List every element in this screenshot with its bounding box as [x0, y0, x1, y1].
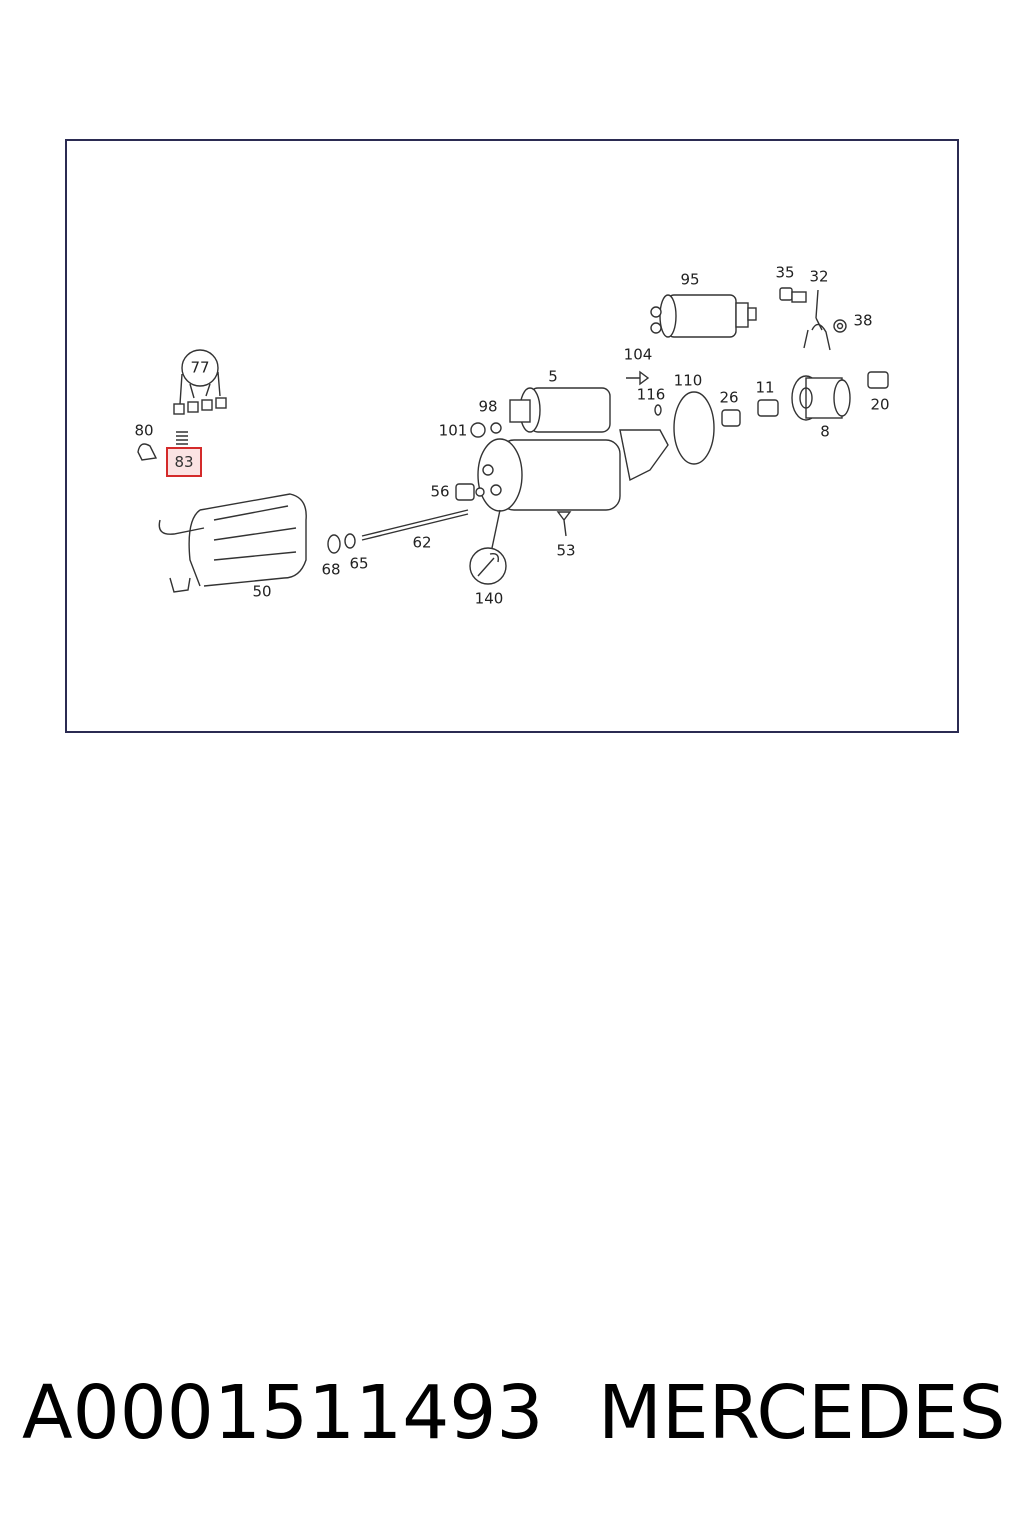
callout-98: 98 [478, 397, 498, 416]
fork-lever-part [803, 289, 831, 351]
bushing-part [455, 483, 475, 501]
callout-32: 32 [809, 267, 829, 286]
callout-80: 80 [134, 421, 154, 440]
callout-35: 35 [775, 263, 795, 282]
through-bolt-part [361, 509, 469, 541]
highlighted-callout-83: 83 [166, 447, 202, 477]
callout-62: 62 [412, 533, 432, 552]
pinion-part [791, 375, 851, 421]
caption: A0001511493 MERCEDES [0, 1370, 1024, 1470]
ring-part [654, 404, 662, 416]
callout-104: 104 [623, 345, 653, 364]
callout-116: 116 [636, 385, 666, 404]
wrench-symbol [469, 509, 507, 585]
screw-part [556, 511, 572, 537]
callout-5: 5 [548, 367, 558, 386]
washer-part [470, 422, 486, 438]
solenoid-part [650, 294, 757, 338]
brand-name: MERCEDES [598, 1370, 1006, 1456]
callout-95: 95 [680, 270, 700, 289]
callout-38: 38 [853, 311, 873, 330]
callout-26: 26 [719, 388, 739, 407]
o-ring-part [673, 391, 715, 465]
callout-77: 77 [190, 358, 210, 377]
callout-140: 140 [474, 589, 504, 608]
brush-set-part [173, 349, 227, 415]
screw-part [626, 370, 650, 386]
bushing-part [721, 371, 889, 427]
clip-part [137, 443, 158, 461]
callout-20: 20 [870, 395, 890, 414]
part-number: A0001511493 [22, 1370, 544, 1456]
washer-part [490, 422, 502, 434]
diagram-frame [65, 139, 959, 733]
bolt-part [779, 287, 807, 303]
callout-11: 11 [755, 378, 775, 397]
callout-53: 53 [556, 541, 576, 560]
callout-8: 8 [820, 422, 830, 441]
spring-part [176, 431, 188, 445]
washer-part [327, 534, 341, 554]
washer-part [344, 533, 356, 549]
brush-holder-part [158, 493, 307, 593]
callout-56: 56 [430, 482, 450, 501]
callout-50: 50 [252, 582, 272, 601]
callout-101: 101 [438, 421, 468, 440]
callout-65: 65 [349, 554, 369, 573]
callout-68: 68 [321, 560, 341, 579]
starter-body-part [475, 387, 669, 512]
washer-part [833, 319, 847, 333]
highlighted-callout-text: 83 [174, 453, 194, 471]
callout-110: 110 [673, 371, 703, 390]
